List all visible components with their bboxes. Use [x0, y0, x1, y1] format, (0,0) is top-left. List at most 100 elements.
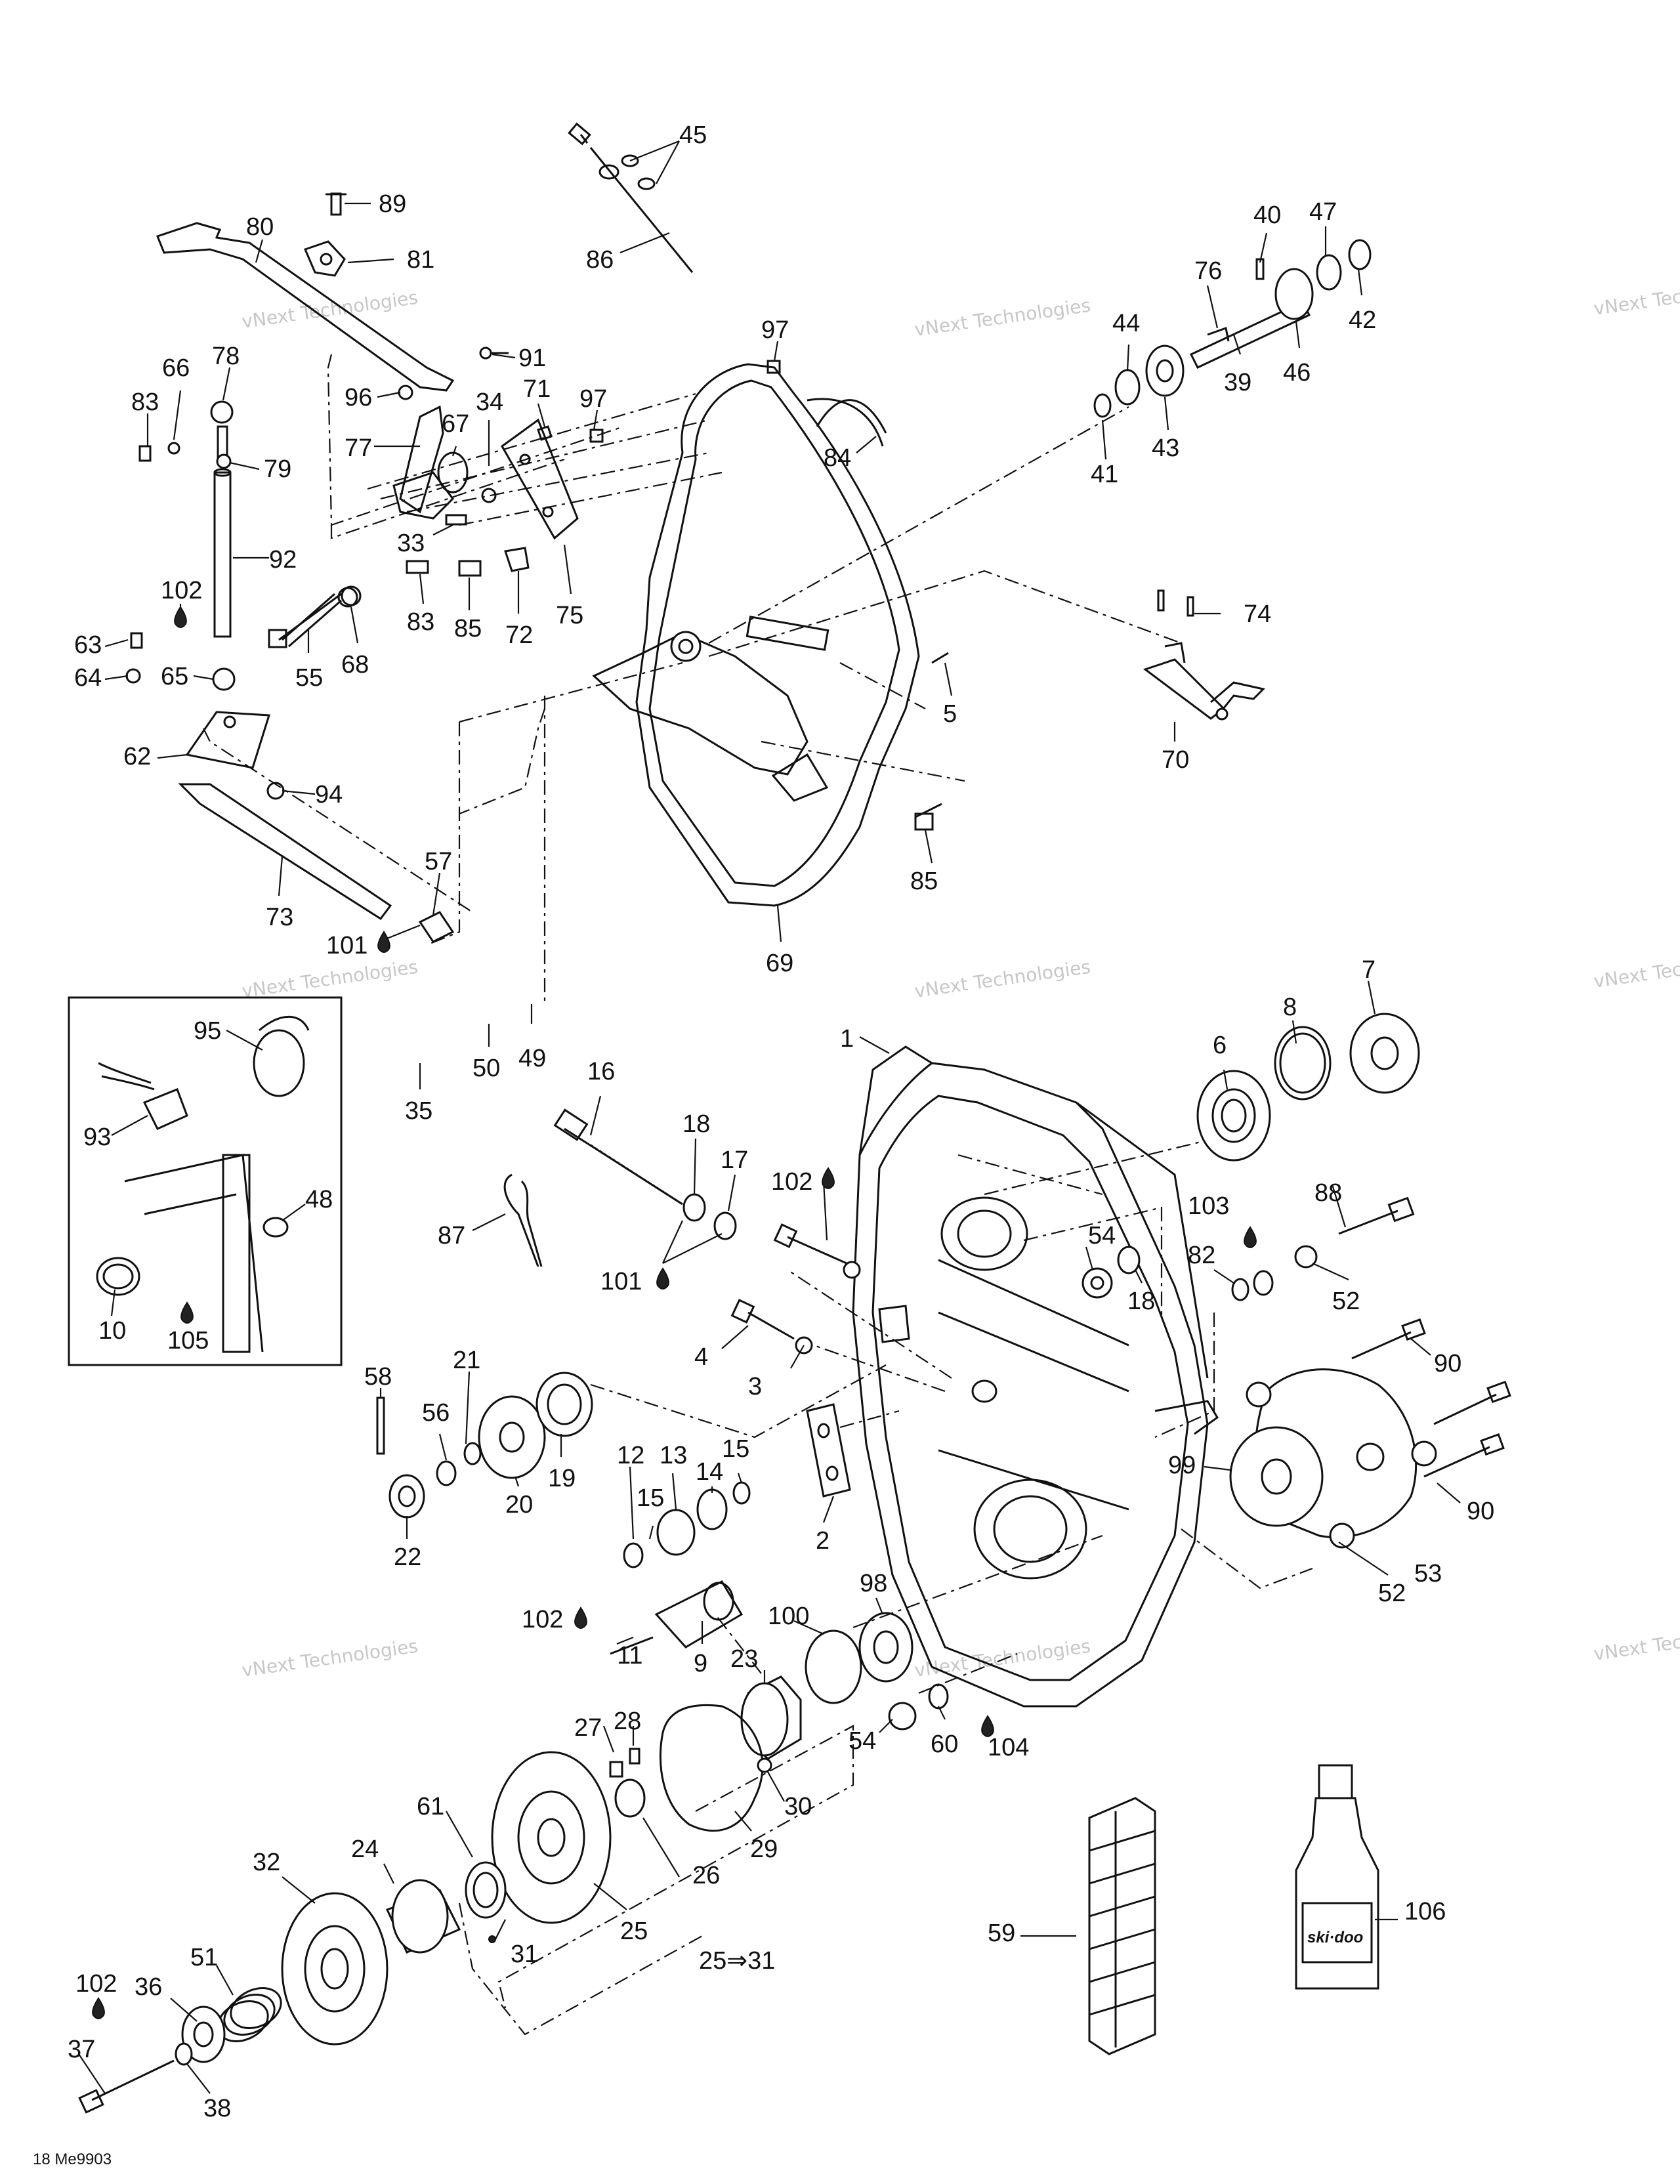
callout-50: 50: [472, 1055, 500, 1082]
callout-60: 60: [931, 1731, 958, 1758]
callout-24: 24: [351, 1836, 379, 1863]
callout-19: 19: [548, 1465, 576, 1492]
callout-68: 68: [341, 651, 369, 679]
callout-82: 82: [1188, 1242, 1215, 1269]
callout-45: 45: [679, 121, 707, 149]
callout-87: 87: [438, 1222, 465, 1250]
callout-62: 62: [123, 743, 151, 770]
callout-71: 71: [523, 375, 551, 403]
callout-40: 40: [1253, 201, 1281, 229]
drop-icon: [981, 1715, 994, 1737]
drop-icon: [180, 1301, 194, 1324]
callout-105: 105: [167, 1327, 209, 1354]
drop-icon: [377, 931, 390, 953]
callout-26: 26: [692, 1862, 720, 1889]
callout-labels: 1 2 3 4 5 6 7 8 9 10 11 12 13 14 15 15 1…: [68, 121, 1494, 2122]
watermark: vNext Technologies: [1592, 946, 1680, 992]
callout-106: 106: [1404, 1898, 1446, 1925]
callout-17: 17: [721, 1146, 748, 1174]
callout-58: 58: [364, 1363, 392, 1391]
drive-chain: [1088, 1797, 1156, 2055]
callout-72: 72: [505, 621, 533, 649]
callout-38: 38: [203, 2095, 231, 2122]
callout-18: 18: [1127, 1288, 1155, 1315]
callout-80: 80: [246, 213, 274, 241]
watermark: vNext Technologies: [240, 1635, 419, 1681]
callout-15: 15: [722, 1435, 749, 1463]
callout-73: 73: [266, 904, 293, 931]
callout-30: 30: [784, 1793, 812, 1820]
drop-icon: [574, 1606, 587, 1629]
callout-44: 44: [1112, 310, 1140, 337]
callout-67: 67: [442, 410, 469, 438]
callout-86: 86: [586, 246, 614, 274]
callout-53: 53: [1414, 1560, 1442, 1587]
callout-83: 83: [407, 608, 434, 636]
callout-64: 64: [74, 664, 102, 692]
callout-25: 25: [620, 1918, 648, 1945]
figure-code: 18 Me9903: [33, 2151, 112, 2168]
callout-92: 92: [269, 546, 297, 574]
callout-33: 33: [397, 530, 425, 557]
callout-4: 4: [694, 1343, 708, 1371]
callout-51: 51: [190, 1944, 218, 1971]
callout-36: 36: [135, 1973, 162, 2001]
callout-101: 101: [600, 1268, 642, 1295]
callout-16: 16: [587, 1058, 615, 1085]
drop-icon: [822, 1167, 835, 1189]
callout-32: 32: [253, 1849, 280, 1876]
callout-12: 12: [617, 1442, 644, 1469]
callout-81: 81: [407, 246, 434, 274]
callout-18: 18: [682, 1110, 710, 1138]
callout-31: 31: [511, 1941, 538, 1968]
callout-100: 100: [768, 1603, 809, 1630]
callout-25-31: 25⇒31: [699, 1947, 775, 1975]
callout-49: 49: [518, 1045, 546, 1072]
watermark: vNext Technologies: [240, 956, 419, 1002]
callout-59: 59: [988, 1920, 1015, 1947]
callout-8: 8: [1283, 994, 1297, 1021]
svg-text:ski·doo: ski·doo: [1307, 1929, 1363, 1946]
drop-icon: [174, 606, 187, 628]
callout-74: 74: [1244, 600, 1271, 628]
drop-icon: [1244, 1226, 1257, 1248]
callout-27: 27: [574, 1714, 602, 1742]
assembly-lines: [203, 354, 1313, 2036]
inset-frame: [68, 996, 343, 1366]
watermark: vNext Technologies: [1592, 1619, 1680, 1665]
part-drawings: ski·doo: [68, 122, 1511, 2114]
callout-99: 99: [1168, 1452, 1196, 1479]
callout-3: 3: [748, 1373, 762, 1400]
watermark: vNext Technologies: [913, 956, 1092, 1002]
callout-41: 41: [1091, 461, 1118, 488]
callout-88: 88: [1314, 1179, 1342, 1207]
callout-75: 75: [556, 602, 583, 629]
callout-15: 15: [637, 1484, 664, 1512]
callout-35: 35: [405, 1097, 432, 1125]
watermark: vNext Technologies: [913, 1635, 1092, 1681]
callout-79: 79: [264, 455, 291, 483]
callout-48: 48: [305, 1186, 333, 1213]
watermark: vNext Technologies: [240, 287, 419, 333]
callout-34: 34: [476, 388, 503, 416]
callout-54: 54: [1088, 1222, 1116, 1250]
callout-104: 104: [988, 1734, 1029, 1761]
callout-42: 42: [1349, 306, 1376, 334]
callout-70: 70: [1162, 746, 1189, 774]
callout-76: 76: [1194, 257, 1222, 285]
callout-5: 5: [943, 700, 957, 728]
callout-83: 83: [131, 388, 159, 416]
callout-2: 2: [816, 1527, 830, 1555]
callout-102: 102: [771, 1168, 812, 1196]
callout-63: 63: [74, 631, 102, 659]
callout-66: 66: [162, 354, 190, 382]
callout-103: 103: [1188, 1192, 1229, 1220]
callout-39: 39: [1224, 369, 1251, 396]
callout-21: 21: [453, 1347, 480, 1374]
lubricant-drop-icons: [92, 606, 1257, 2019]
callout-13: 13: [660, 1442, 687, 1469]
callout-94: 94: [315, 781, 343, 808]
callout-11: 11: [617, 1642, 642, 1670]
callout-77: 77: [345, 434, 372, 462]
callout-52: 52: [1378, 1580, 1406, 1607]
